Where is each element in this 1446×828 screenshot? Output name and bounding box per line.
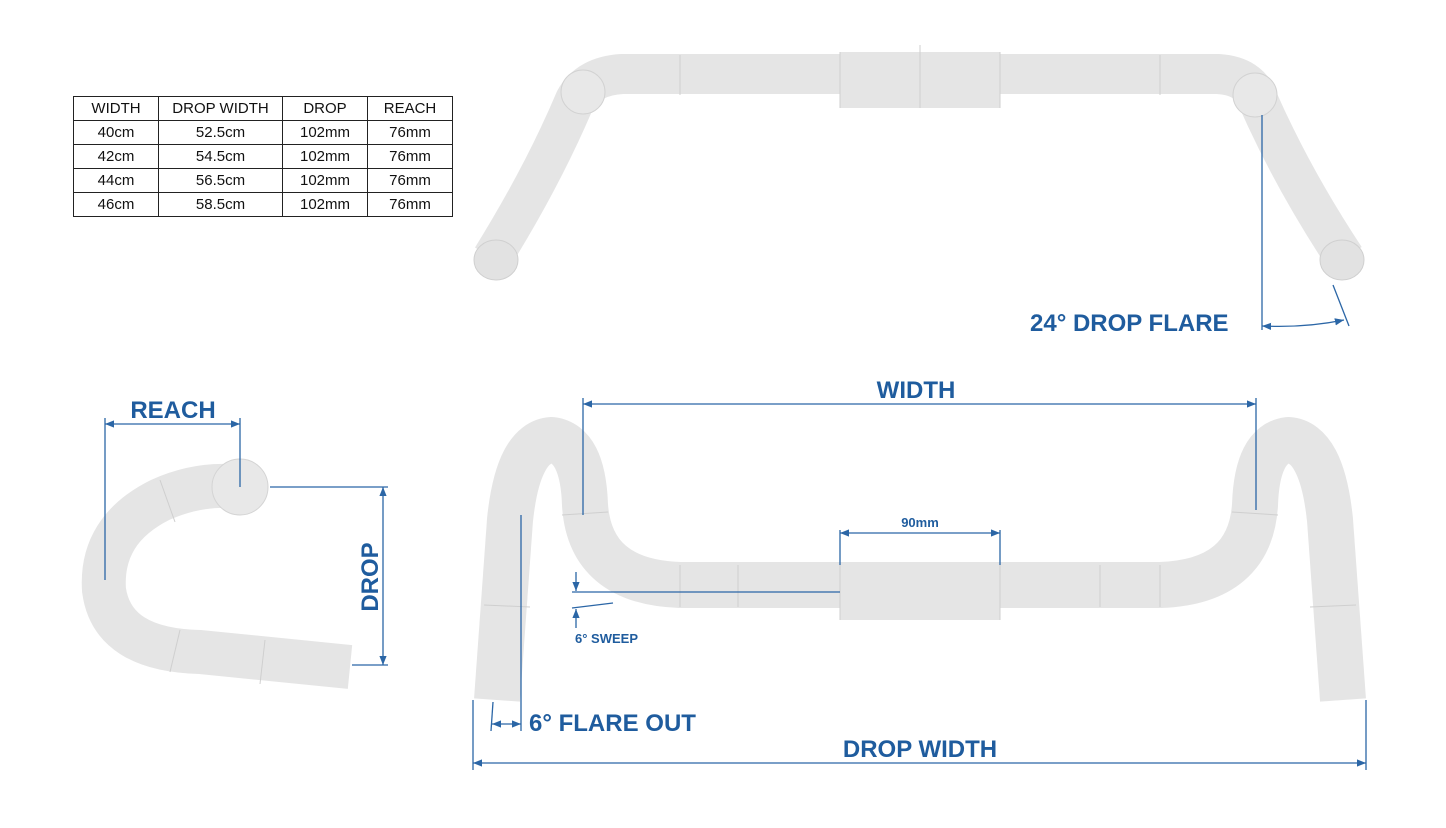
cell: 102mm — [282, 168, 368, 193]
cell: 54.5cm — [158, 144, 283, 169]
drop-flare-dimension: 24° DROP FLARE — [1030, 115, 1350, 337]
drop-width-label: DROP WIDTH — [843, 736, 997, 763]
side-view-handlebar — [81, 458, 353, 689]
cell: 42cm — [73, 144, 159, 169]
front-view-handlebar — [474, 417, 1366, 702]
cell: 44cm — [73, 168, 159, 193]
cell: 76mm — [367, 192, 453, 217]
top-view-handlebar — [473, 45, 1365, 281]
cell: 46cm — [73, 192, 159, 217]
header-drop-width: DROP WIDTH — [158, 96, 283, 121]
reach-dimension: REACH — [104, 397, 241, 580]
header-reach: REACH — [367, 96, 453, 121]
cell: 102mm — [282, 120, 368, 145]
header-width: WIDTH — [73, 96, 159, 121]
cell: 58.5cm — [158, 192, 283, 217]
drop-dimension: DROP — [270, 486, 388, 666]
sweep-label: 6° SWEEP — [575, 631, 638, 646]
reach-label: REACH — [130, 397, 215, 424]
drop-flare-label: 24° DROP FLARE — [1030, 310, 1229, 337]
cell: 102mm — [282, 144, 368, 169]
width-label: WIDTH — [877, 377, 956, 404]
cell: 102mm — [282, 192, 368, 217]
flare-out-dimension: 6° FLARE OUT — [490, 515, 696, 737]
center-width-label: 90mm — [901, 515, 939, 530]
sweep-dimension: 6° SWEEP — [571, 572, 840, 646]
cell: 76mm — [367, 144, 453, 169]
cell: 76mm — [367, 168, 453, 193]
cell: 76mm — [367, 120, 453, 145]
center-width-dimension: 90mm — [839, 515, 1001, 565]
drop-label: DROP — [357, 542, 384, 611]
cell: 56.5cm — [158, 168, 283, 193]
width-dimension: WIDTH — [582, 377, 1257, 515]
flare-out-label: 6° FLARE OUT — [529, 710, 696, 737]
table-header-row: WIDTH DROP WIDTH DROP REACH — [73, 96, 453, 121]
drop-width-dimension: DROP WIDTH — [472, 700, 1367, 770]
